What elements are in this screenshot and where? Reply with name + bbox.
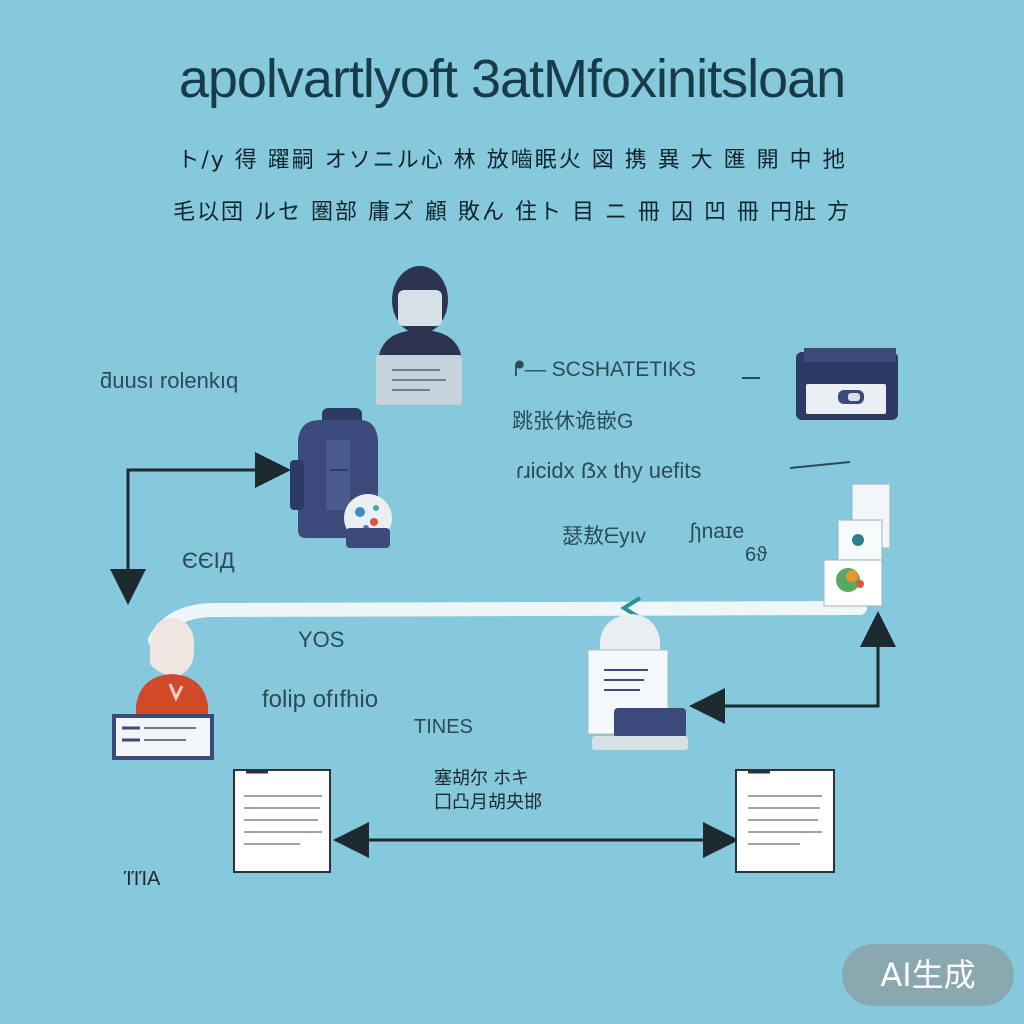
- label-folip: folip ofıfhio: [262, 686, 379, 713]
- arrow-right-loop: [700, 611, 896, 708]
- label-center-top: ᖰ— SCSHATETIKS: [514, 358, 696, 381]
- dash-decoration: [789, 461, 851, 469]
- label-left-top: ƌuusı rolenkıq: [100, 368, 239, 393]
- label-bottom-left: ΊΊΊΑ: [124, 868, 161, 890]
- label-left-mid: ЄЄІД: [182, 548, 235, 573]
- label-center-row: ɾɹicidx ẞx thy uefits: [516, 458, 702, 483]
- card-machine-icon: [796, 348, 898, 420]
- document-stack-icon: [823, 483, 891, 607]
- label-center-side-a: 瑟敖ᗴyıv: [562, 525, 646, 548]
- arrow-left-loop: [126, 452, 291, 590]
- document-left-icon: [233, 769, 331, 873]
- flow-path: [148, 601, 867, 647]
- printer-icon: [587, 614, 688, 750]
- globe-icon: [344, 494, 392, 548]
- label-bottom-b: 囗凸月胡央邯: [434, 792, 542, 812]
- label-center-side-b: ʃɿnaɪe: [690, 520, 745, 543]
- label-yos: YOS: [298, 627, 345, 652]
- label-bottom-a: 塞胡尔 ホキ: [434, 768, 530, 788]
- person-presenter-icon: [112, 618, 214, 760]
- document-right-icon: [735, 769, 835, 873]
- subtitle-line-2: 毛以団 ルセ 圏部 庸ズ 顧 敗ん 住ト 目 ニ 冊 囚 凹 冊 円肚 方: [173, 200, 851, 225]
- label-tines: TINES: [414, 716, 473, 738]
- ai-generated-badge: AI生成: [842, 944, 1014, 1006]
- page-title: apolvartlyoft 3atMfoxinitsloan: [178, 49, 846, 109]
- label-center-side-c: 6ϑ: [745, 544, 768, 566]
- person-laptop-icon: [376, 266, 462, 405]
- label-center-mid: 跳张休诡嵌G: [512, 410, 634, 433]
- subtitle-line-1: ト/y 得 躍嗣 オソニル心 林 放嚙眠火 図 携 異 大 匯 開 中 扡: [177, 148, 847, 173]
